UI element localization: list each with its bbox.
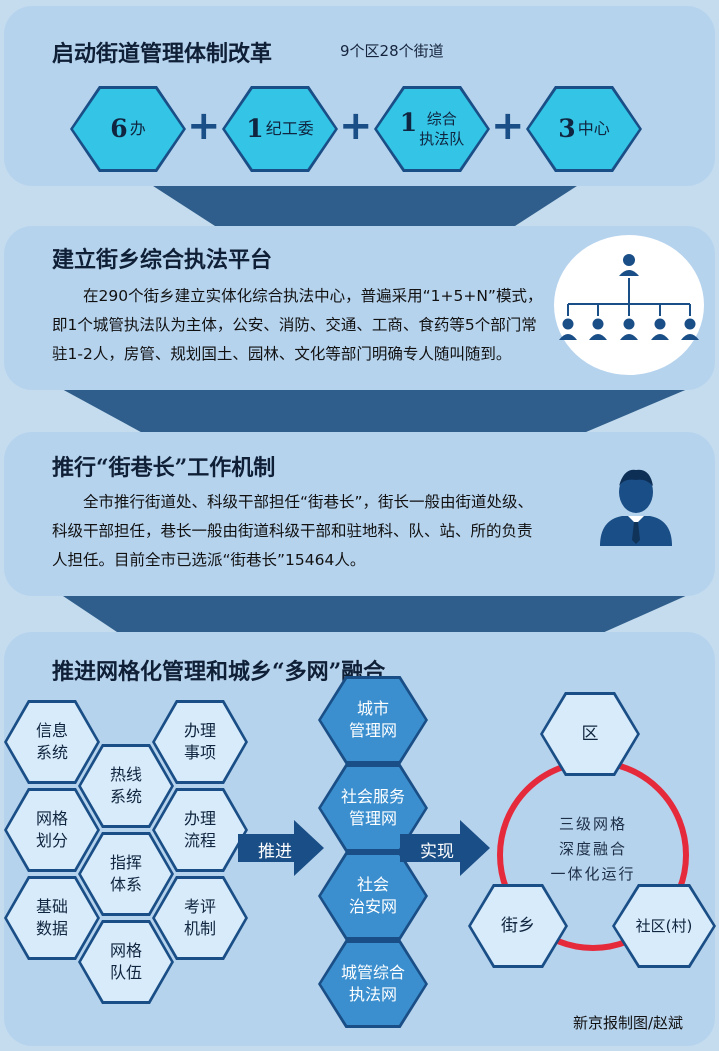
hex-street-township: 街乡 [468,884,568,968]
hex-1-discipline-text: 纪工委 [265,119,314,139]
hex-city-management-net: 城市 管理网 [318,676,428,764]
hex-3-centers-number: 3 [558,114,576,144]
hex-3-centers-text: 中心 [577,119,610,139]
hex-grid-division-label: 网格 划分 [35,809,68,850]
arrow-right-icon [400,820,490,876]
hex-public-security-net-label: 社会 治安网 [348,875,397,916]
ribbon-3 [60,594,690,636]
arrow-realize-label: 实现 [420,842,454,862]
hex-handling-process: 办理 流程 [152,788,248,872]
plus-sign: + [491,103,525,149]
hex-basic-data: 基础 数据 [4,876,100,960]
hex-1-discipline-number: 1 [246,114,264,144]
hex-evaluation-mechanism: 考评 机制 [152,876,248,960]
plus-sign: + [339,103,373,149]
hex-handling-items: 办理 事项 [152,700,248,784]
hex-hotline-system-label: 热线 系统 [109,765,142,806]
plus-sign: + [187,103,221,149]
hex-basic-data-label: 基础 数据 [35,897,68,938]
hex-1-enforcement-number: 1 [399,108,418,137]
hex-1-enforcement-text: 综合 执法队 [419,109,465,148]
hex-command-system: 指挥 体系 [78,832,174,916]
arrow-right-icon [238,820,324,876]
hex-grid-division: 网格 划分 [4,788,100,872]
credit-line: 新京报制图/赵斌 [572,1014,683,1032]
hex-information-system: 信息 系统 [4,700,100,784]
hex-public-security-net: 社会 治安网 [318,852,428,940]
hex-city-management-net-label: 城市 管理网 [348,699,397,740]
section-4-title: 推进网格化管理和城乡“多网”融合 [52,659,386,685]
hex-district-label: 区 [581,723,599,744]
integration-center-text: 三级网格 深度融合 一体化运行 [550,815,636,883]
hex-information-system-label: 信息 系统 [35,721,68,762]
hex-6-offices-text: 办 [129,119,146,139]
hex-evaluation-mechanism-label: 考评 机制 [183,897,216,938]
org-chart-icon [554,235,704,375]
hex-grid-team: 网格 队伍 [78,920,174,1004]
hex-street-township-label: 街乡 [501,915,535,936]
section-1-subtitle: 9个区28个街道 [340,42,444,60]
arrow-push-label: 推进 [258,842,292,862]
section-2-body: 在290个街乡建立实体化综合执法中心，普遍采用“1+5+N”模式，即1个城管执法… [52,287,543,363]
hex-hotline-system: 热线 系统 [78,744,174,828]
section-1-title: 启动街道管理体制改革 [52,41,273,67]
section-2-title: 建立街乡综合执法平台 [52,247,273,273]
hex-6-offices-number: 6 [110,114,128,144]
hex-social-service-net-label: 社会服务 管理网 [340,787,405,828]
hex-community-village: 社区(村) [612,884,716,968]
hex-district: 区 [540,692,640,776]
section-3-body: 全市推行街道处、科级干部担任“街巷长”，街长一般由街道处级、科级干部担任，巷长一… [52,493,534,569]
section-3-panel: 推行“街巷长”工作机制 全市推行街道处、科级干部担任“街巷长”，街长一般由街道处… [4,432,715,596]
official-person-icon [600,469,672,546]
ribbon-2 [60,388,690,436]
hex-urban-enforcement-net-label: 城管综合 执法网 [340,963,405,1004]
hex-handling-items-label: 办理 事项 [183,721,216,762]
ribbon-1 [150,184,580,234]
hex-urban-enforcement-net: 城管综合 执法网 [318,940,428,1028]
hex-community-village-label: 社区(村) [635,916,693,935]
section-3-title: 推行“街巷长”工作机制 [52,455,276,481]
hex-handling-process-label: 办理 流程 [183,809,216,850]
hex-command-system-label: 指挥 体系 [109,853,142,894]
hex-grid-team-label: 网格 队伍 [109,941,142,982]
